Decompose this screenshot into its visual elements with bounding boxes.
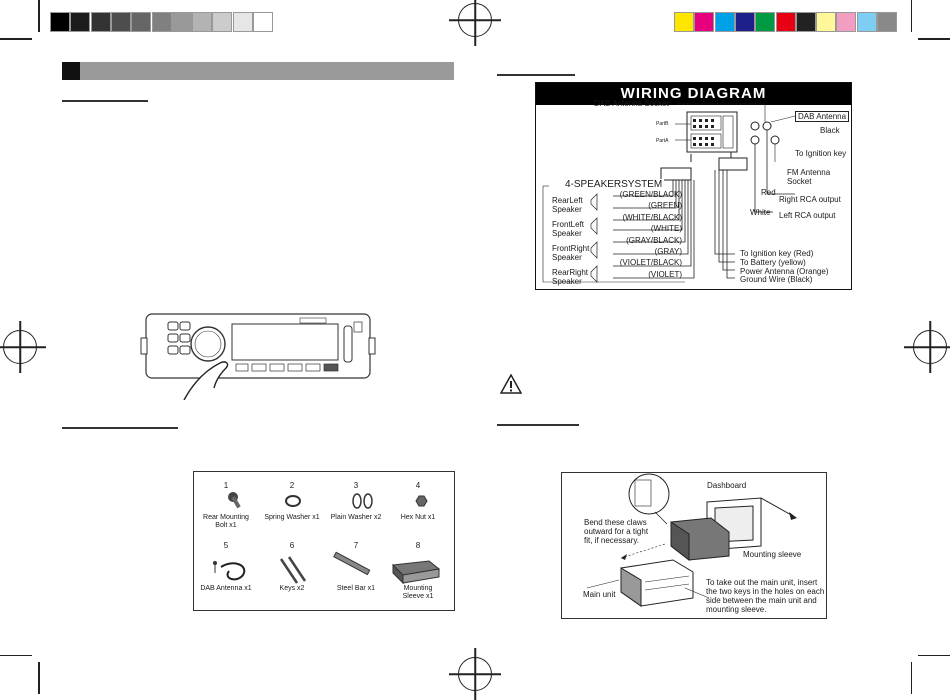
color-swatch	[795, 12, 816, 32]
crop-mark	[918, 38, 950, 40]
crop-mark	[910, 662, 912, 694]
black-wire-label: Black	[820, 126, 840, 135]
radio-faceplate-illustration	[140, 313, 376, 400]
right-rca-label: Right RCA output	[779, 195, 841, 204]
white-wire-label: White	[750, 208, 771, 217]
registration-mark	[458, 657, 492, 691]
dashboard-label: Dashboard	[707, 481, 747, 490]
speaker-label: FrontRight Speaker	[552, 244, 590, 262]
wire-color-label: (VIOLET/BLACK)	[619, 258, 682, 268]
color-swatch	[151, 12, 172, 32]
accessory-label: Mounting Sleeve x1	[402, 585, 434, 600]
power-label: To Ignition key (Red)	[740, 249, 814, 258]
accessory-number: 1	[223, 481, 229, 490]
accessory-label: Keys x2	[279, 585, 305, 592]
color-swatch	[50, 12, 70, 32]
wiring-diagram-lines	[542, 103, 796, 283]
color-swatch	[110, 12, 131, 32]
accessory-label: Plain Washer x2	[330, 514, 382, 521]
dab-socket-label: DAB Antenna Socket	[594, 99, 669, 108]
fm-socket-label: FM Antenna Socket	[787, 168, 831, 186]
color-swatch	[734, 12, 755, 32]
color-swatch	[70, 12, 91, 32]
wire-color-label: (WHITE/BLACK)	[622, 212, 682, 222]
accessory-number: 5	[223, 541, 229, 550]
section-header-bar	[62, 62, 454, 80]
heading-underline	[62, 427, 178, 429]
section-header-block	[62, 62, 80, 80]
wire-color-label: (WHITE)	[650, 224, 682, 234]
color-swatch	[232, 12, 253, 32]
wire-color-label: (GREEN/BLACK)	[619, 190, 682, 199]
heading-underline	[497, 424, 579, 426]
color-swatch	[674, 12, 694, 32]
power-label: To Battery (yellow)	[740, 257, 806, 267]
color-swatch	[714, 12, 735, 32]
color-swatch	[171, 12, 192, 32]
accessory-number: 8	[415, 541, 421, 550]
ignition-key-label: To Ignition key	[795, 149, 847, 158]
color-swatch	[856, 12, 877, 32]
speaker-label: RearLeft Speaker	[552, 196, 583, 214]
color-swatch	[816, 12, 837, 32]
crop-mark	[910, 0, 912, 32]
partB-label: PartB	[656, 121, 669, 127]
color-swatch	[775, 12, 796, 32]
crop-mark	[0, 38, 32, 40]
color-swatch	[131, 12, 152, 32]
crop-mark	[0, 654, 32, 656]
dab-antenna-label: DAB Antenna	[795, 111, 850, 122]
accessory-number: 7	[353, 541, 359, 550]
power-label: Power Antenna (Orange)	[740, 266, 829, 276]
wire-color-label: (GRAY)	[654, 247, 682, 256]
heading-underline	[497, 74, 575, 76]
left-rca-label: Left RCA output	[779, 211, 836, 220]
heading-underline	[62, 100, 148, 102]
power-label: Ground Wire (Black)	[740, 275, 813, 285]
color-swatch	[694, 12, 715, 32]
color-swatch	[253, 12, 273, 32]
accessory-number: 4	[415, 481, 421, 490]
crop-mark	[38, 0, 40, 32]
accessory-label: DAB Antenna x1	[200, 585, 252, 592]
wire-color-label: (GRAY/BLACK)	[626, 235, 682, 245]
accessory-label: Steel Bar x1	[336, 585, 376, 592]
wire-color-label: (VIOLET)	[648, 269, 682, 279]
accessory-number: 2	[289, 481, 295, 490]
partA-label: PartA	[656, 138, 669, 144]
main-unit-label: Main unit	[583, 590, 616, 599]
red-wire-label: Red	[761, 188, 776, 197]
accessory-number: 3	[353, 481, 359, 490]
installation-drawing	[586, 473, 797, 607]
take-out-note: To take out the main unit, insert the tw…	[706, 578, 825, 614]
accessory-label: Hex Nut x1	[400, 514, 436, 521]
speaker-system-label: 4-SPEAKERSYSTEM	[563, 179, 665, 190]
accessory-label: Rear Mounting Bolt x1	[203, 514, 249, 529]
color-swatch	[755, 12, 776, 32]
registration-mark	[3, 330, 37, 364]
crop-mark	[918, 654, 950, 656]
bend-claws-note: Bend these claws outward for a tight fit…	[584, 518, 649, 545]
mounting-sleeve-label: Mounting sleeve	[743, 550, 802, 559]
wire-color-label: (GREEN)	[648, 201, 682, 211]
color-swatch	[877, 12, 897, 32]
registration-mark	[458, 3, 492, 37]
speaker-label: FrontLeft Speaker	[552, 220, 585, 238]
accessories-drawings	[213, 492, 441, 585]
wiring-diagram-title: WIRING DIAGRAM	[536, 83, 851, 105]
speaker-label: RearRight Speaker	[552, 268, 589, 286]
color-swatch	[836, 12, 857, 32]
accessory-number: 6	[289, 541, 295, 550]
registration-mark	[913, 330, 947, 364]
crop-mark	[38, 662, 40, 694]
color-swatch	[90, 12, 111, 32]
color-swatch	[212, 12, 233, 32]
accessory-label: Spring Washer x1	[264, 514, 320, 521]
warning-icon	[500, 374, 522, 394]
color-swatch	[192, 12, 213, 32]
